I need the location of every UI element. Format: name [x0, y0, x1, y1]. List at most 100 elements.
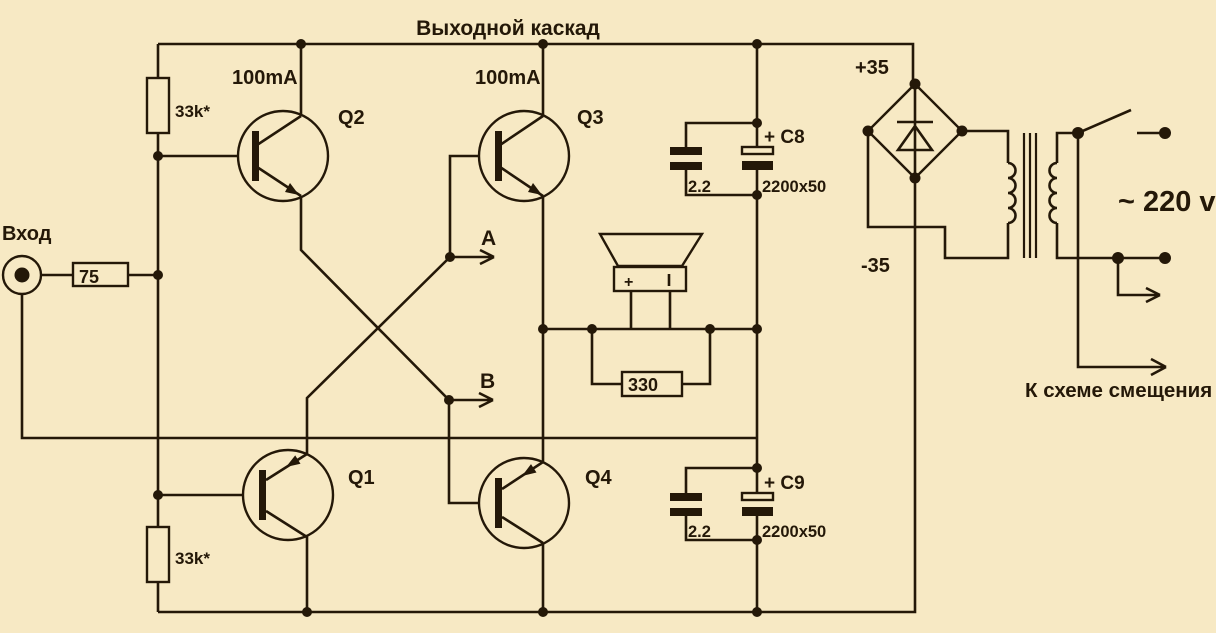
junction-dot-a: [445, 252, 455, 262]
transistor-q3-base-bar: [495, 131, 502, 181]
wire-speaker-leads: [629, 291, 672, 329]
wire-c9-parallel-branch: [684, 466, 757, 542]
speaker-body: [612, 265, 688, 293]
cap-2.2-c9-plate-top: [670, 493, 702, 501]
transistor-q2-circle: [236, 109, 330, 203]
wire-input-ground: [20, 294, 757, 440]
junction-dot: [752, 190, 762, 200]
cap-c8-minus-plate: [742, 161, 773, 170]
wire-a-to-q1-emitter: [305, 256, 451, 454]
junction-dot: [752, 535, 762, 545]
transistor-q4-base-bar: [495, 478, 502, 528]
wire-c8-parallel-branch: [684, 121, 757, 197]
cap-2.2-c9-plate-bottom: [670, 508, 702, 516]
wire-r330-branch: [590, 329, 712, 386]
junction-dot-b: [444, 395, 454, 405]
resistor-75: [71, 261, 130, 288]
transformer-secondary-winding: [1007, 161, 1017, 225]
bridge-vertex-dot: [909, 78, 921, 90]
point-a-label: A: [481, 227, 496, 250]
c8-label: + C8: [764, 127, 805, 148]
cap-2.2-c8-plate-bottom: [670, 162, 702, 170]
junction-dot: [752, 118, 762, 128]
transistor-q1-circle: [241, 448, 335, 542]
transistor-q4-circle: [477, 456, 571, 550]
transformer-primary-winding: [1048, 161, 1058, 225]
wire-switch-lever: [1077, 108, 1132, 135]
q4-label: Q4: [585, 467, 613, 489]
wire-primary-bottom: [1055, 223, 1165, 260]
mains-terminal-dot: [1159, 127, 1171, 139]
resistor-330-label: 330: [628, 375, 658, 395]
q2-current-label: 100mA: [232, 67, 298, 89]
transistor-q2-emitter-arrow: [285, 183, 299, 195]
junction-dot: [1112, 252, 1124, 264]
junction-dot: [752, 39, 762, 49]
cap-c8-plus-plate: [740, 145, 775, 156]
wire-bridge-left-loop: [866, 131, 1010, 260]
negative-rail-label: -35: [861, 255, 890, 277]
mains-label: ~ 220 v: [1118, 186, 1216, 218]
speaker-cone: [597, 232, 705, 268]
bias-note-label: К схеме смещения: [1025, 379, 1212, 402]
cap-2.2-c8-plate-top: [670, 147, 702, 155]
junction-dot: [153, 270, 163, 280]
wire-bias-feed-1: [1076, 133, 1167, 377]
bridge-vertex-dot: [956, 125, 968, 137]
junction-dot: [752, 324, 762, 334]
junction-dot: [538, 39, 548, 49]
junction-dot: [153, 151, 163, 161]
c9-label: + C9: [764, 473, 805, 494]
q1-label: Q1: [348, 467, 375, 489]
q3-label: Q3: [577, 107, 604, 129]
resistor-33k-top-label: 33k*: [175, 102, 210, 121]
wire-q3-emitter-output-bus: [499, 165, 545, 462]
junction-dot: [538, 607, 548, 617]
labels: Выходной каскад 100mA 100mA Q2 Q3 Q1 Q4 …: [2, 17, 1216, 568]
q2-label: Q2: [338, 107, 365, 129]
transformer-core: [1022, 133, 1038, 258]
wire-top-rail: [158, 42, 915, 84]
point-b-arrow: [449, 391, 494, 409]
transistor-q1-base-bar: [259, 470, 266, 520]
junction-dots: [153, 39, 1171, 617]
speaker-plus-label: +: [624, 274, 633, 291]
input-label: Вход: [2, 223, 52, 245]
input-jack-pin: [14, 267, 30, 283]
resistor-33k-bottom: [145, 525, 171, 584]
c9-parallel-label: 2.2: [688, 523, 711, 541]
bridge-vertex-dot: [862, 125, 874, 137]
positive-rail-label: +35: [855, 57, 889, 79]
components: [1, 76, 1058, 584]
c8-value-label: 2200x50: [762, 178, 826, 196]
bridge-vertex-dot: [909, 172, 921, 184]
junction-dot: [752, 463, 762, 473]
q3-current-label: 100mA: [475, 67, 541, 89]
wire-bottom-rail: [158, 178, 917, 614]
bridge-diode-symbol: [895, 84, 935, 178]
wire-primary-top: [1055, 131, 1078, 163]
point-b-label: B: [480, 370, 495, 393]
cap-c9-plus-plate: [740, 491, 775, 502]
junction-dot: [752, 607, 762, 617]
junction-dot: [705, 324, 715, 334]
transistor-q1-emitter-arrow: [286, 455, 301, 467]
transistor-q4-emitter-arrow: [522, 464, 537, 476]
wire-bridge-right-link: [962, 129, 1010, 163]
transistor-q2-base-bar: [252, 131, 259, 181]
resistor-33k-top: [145, 76, 171, 135]
point-a-arrow: [450, 248, 495, 266]
junction-dot: [538, 324, 548, 334]
c8-parallel-label: 2.2: [688, 178, 711, 196]
mains-terminal-dot: [1159, 252, 1171, 264]
resistor-75-label: 75: [79, 267, 99, 287]
schematic-title: Выходной каскад: [416, 17, 600, 40]
wire-bias-feed-2: [1116, 258, 1161, 304]
junction-dot: [302, 607, 312, 617]
junction-dot: [587, 324, 597, 334]
resistor-330: [620, 370, 684, 398]
junction-dot: [153, 490, 163, 500]
c9-value-label: 2200x50: [762, 523, 826, 541]
transistor-q3-circle: [477, 109, 571, 203]
